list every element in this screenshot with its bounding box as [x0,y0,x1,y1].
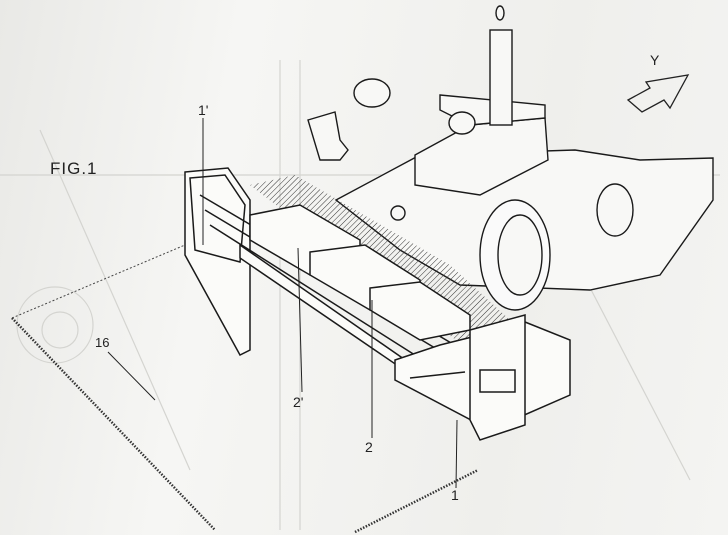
ground-surface-edges [11,244,479,534]
label-extension-screed: 2' [293,394,304,410]
label-end-plate-left: 1' [198,102,209,118]
label-end-plate-right: 1 [451,487,459,503]
figure-title: FIG.1 [50,159,98,178]
leader-lines [107,118,458,489]
direction-label: Y [650,52,660,68]
screed-assembly [184,167,571,441]
direction-arrow-icon [626,74,690,113]
label-ground-surface: 16 [95,335,110,350]
label-main-screed: 2 [365,439,373,455]
